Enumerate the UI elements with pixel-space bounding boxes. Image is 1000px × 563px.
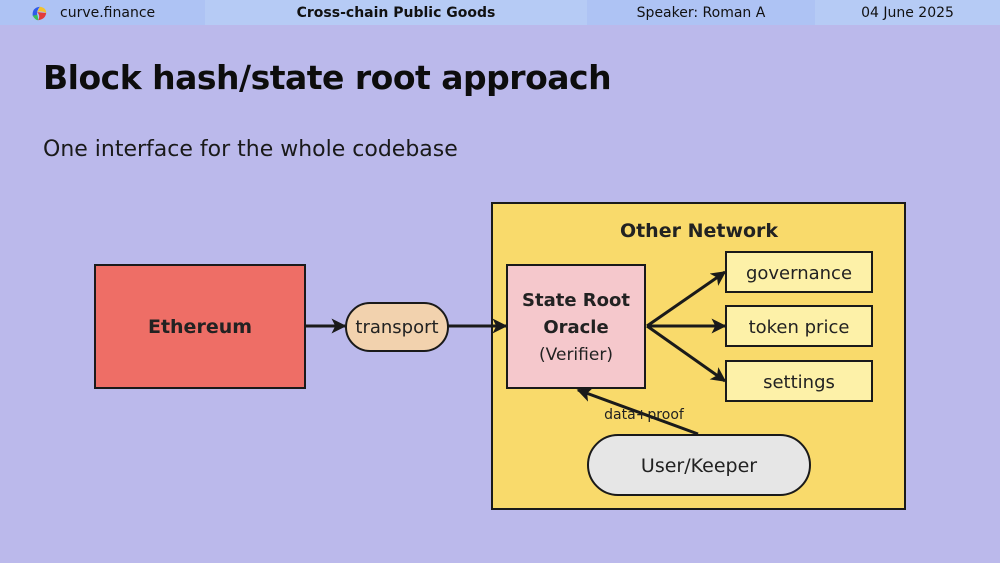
state-root-oracle-box bbox=[506, 264, 646, 389]
user-keeper-label: User/Keeper bbox=[641, 455, 757, 477]
oracle-label-line1: State Root bbox=[522, 290, 630, 311]
arrow-keeper-to-oracle bbox=[576, 387, 699, 436]
date-label: 04 June 2025 bbox=[815, 0, 1000, 25]
settings-box bbox=[725, 360, 873, 402]
transport-label: transport bbox=[355, 317, 438, 338]
speaker-label: Speaker: Roman A bbox=[587, 0, 815, 25]
governance-box bbox=[725, 251, 873, 293]
arrow-oracle-to-settings bbox=[646, 324, 727, 383]
brand-name: curve.finance bbox=[60, 4, 156, 21]
oracle-label-line3: (Verifier) bbox=[539, 345, 613, 365]
slide-title: Block hash/state root approach bbox=[43, 58, 612, 97]
brand-section: curve.finance bbox=[0, 0, 205, 25]
data-proof-label: data+proof bbox=[604, 407, 685, 423]
slide-subtitle: One interface for the whole codebase bbox=[43, 137, 458, 162]
user-keeper-node bbox=[587, 434, 811, 496]
settings-label: settings bbox=[763, 372, 835, 393]
other-network-title: Other Network bbox=[620, 220, 778, 242]
oracle-label-line2: Oracle bbox=[543, 317, 608, 338]
top-bar: curve.finance Cross-chain Public Goods S… bbox=[0, 0, 1000, 25]
curve-logo-icon bbox=[32, 6, 47, 20]
token-price-box bbox=[725, 305, 873, 347]
arrow-oracle-to-governance bbox=[646, 270, 727, 328]
token-price-label: token price bbox=[749, 317, 850, 338]
governance-label: governance bbox=[746, 263, 852, 284]
ethereum-label: Ethereum bbox=[148, 316, 252, 338]
talk-title: Cross-chain Public Goods bbox=[205, 0, 587, 25]
